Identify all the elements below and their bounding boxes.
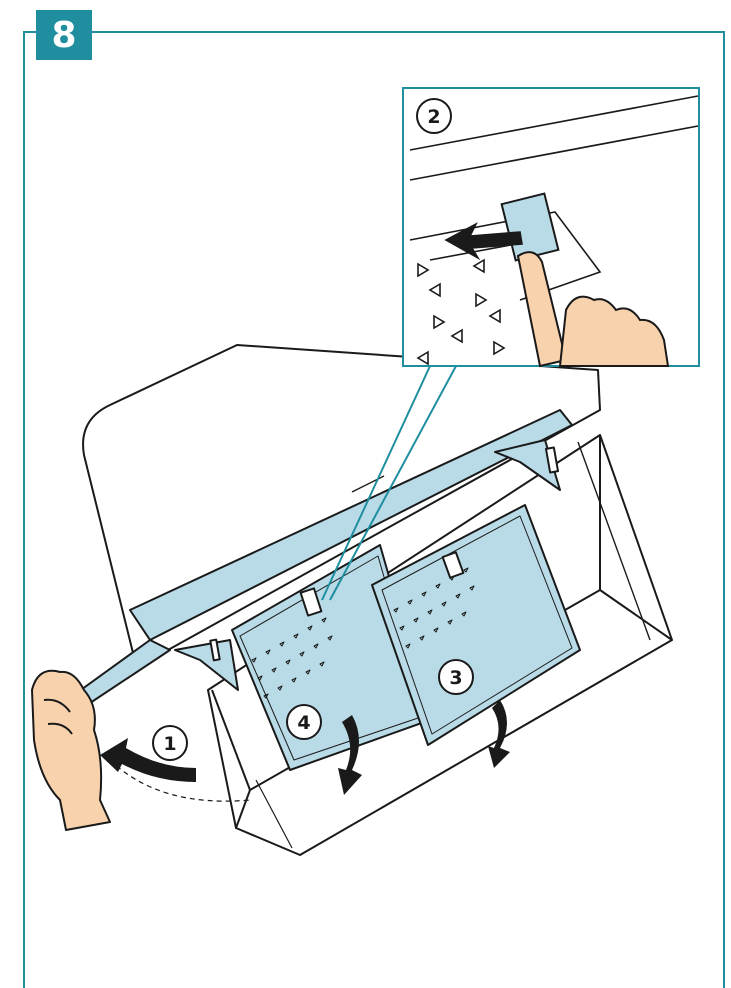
- callout-2-label: 2: [427, 106, 440, 128]
- step-number: 8: [51, 15, 76, 56]
- callout-3: 3: [439, 660, 473, 694]
- callout-1-label: 1: [163, 733, 176, 755]
- callout-3-label: 3: [449, 667, 462, 689]
- step-number-badge: 8: [36, 10, 92, 60]
- callout-1: 1: [153, 726, 187, 760]
- callout-2: 2: [417, 99, 451, 133]
- callout-4-label: 4: [297, 712, 310, 734]
- callout-4: 4: [287, 705, 321, 739]
